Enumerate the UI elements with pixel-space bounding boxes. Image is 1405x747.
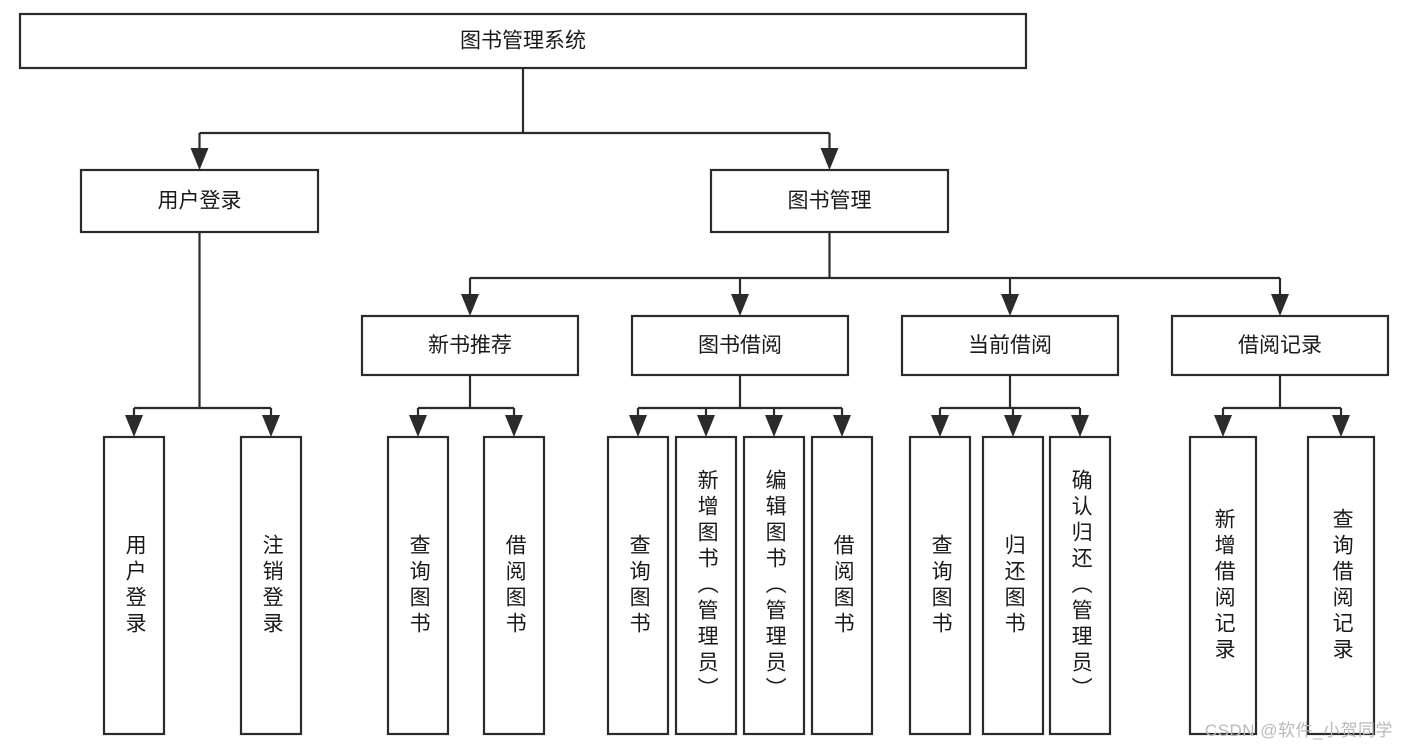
leaf-node-box[interactable]: [239, 435, 303, 736]
arrow-head-icon: [461, 294, 479, 316]
level3-node-label: 借阅记录: [1238, 334, 1322, 357]
leaf-node-box[interactable]: [482, 435, 546, 736]
leaf-node[interactable]: [606, 435, 670, 736]
arrow-head-icon: [931, 415, 949, 437]
arrow-head-icon: [731, 294, 749, 316]
level3-node-box[interactable]: [630, 314, 850, 377]
leaf-node-box[interactable]: [102, 435, 166, 736]
level2-node-box[interactable]: [709, 168, 950, 234]
level3-node-label: 新书推荐: [428, 334, 512, 357]
arrow-head-icon: [190, 148, 209, 170]
leaf-node[interactable]: [810, 435, 874, 736]
arrow-head-icon: [125, 415, 143, 437]
level2-node[interactable]: 用户登录: [79, 168, 320, 234]
leaf-node[interactable]: [239, 435, 303, 736]
level3-node-label: 当前借阅: [968, 334, 1052, 357]
csdn-watermark: CSDN @软件_小贺同学: [1204, 721, 1393, 740]
root-node-box[interactable]: [18, 12, 1028, 70]
level2-node-label: 用户登录: [158, 190, 242, 213]
level3-node-box[interactable]: [900, 314, 1120, 377]
arrow-head-icon: [629, 415, 647, 437]
level3-node[interactable]: 图书借阅: [630, 314, 850, 377]
arrow-head-icon: [1004, 415, 1022, 437]
arrow-head-icon: [1214, 415, 1232, 437]
root-node[interactable]: 图书管理系统: [18, 12, 1028, 70]
leaf-node-box[interactable]: [674, 435, 738, 736]
root-node-label: 图书管理系统: [460, 30, 586, 53]
leaf-node-box[interactable]: [1188, 435, 1258, 736]
leaf-node-box[interactable]: [981, 435, 1045, 736]
leaf-node[interactable]: [102, 435, 166, 736]
leaf-node[interactable]: [1188, 435, 1258, 736]
leaf-node-box[interactable]: [908, 435, 972, 736]
arrow-head-icon: [409, 415, 427, 437]
level2-node[interactable]: 图书管理: [709, 168, 950, 234]
level3-node[interactable]: 当前借阅: [900, 314, 1120, 377]
level2-node-box[interactable]: [79, 168, 320, 234]
leaf-node[interactable]: [1306, 435, 1376, 736]
connector-layer: [125, 68, 1350, 437]
arrow-head-icon: [262, 415, 280, 437]
arrow-head-icon: [765, 415, 783, 437]
leaf-node-box[interactable]: [810, 435, 874, 736]
arrow-head-icon: [697, 415, 715, 437]
leaf-node-box[interactable]: [1306, 435, 1376, 736]
level3-node[interactable]: 借阅记录: [1170, 314, 1390, 377]
arrow-head-icon: [833, 415, 851, 437]
leaf-node[interactable]: [908, 435, 972, 736]
arrow-head-icon: [1071, 415, 1089, 437]
arrow-head-icon: [820, 148, 839, 170]
leaf-node[interactable]: [482, 435, 546, 736]
arrow-head-icon: [1271, 294, 1289, 316]
leaf-node-box[interactable]: [386, 435, 450, 736]
level3-node-box[interactable]: [1170, 314, 1390, 377]
leaf-node[interactable]: [386, 435, 450, 736]
leaf-node-box[interactable]: [742, 435, 806, 736]
level2-node-label: 图书管理: [788, 190, 872, 213]
leaf-node-box[interactable]: [1048, 435, 1112, 736]
leaf-node-box[interactable]: [606, 435, 670, 736]
arrow-head-icon: [505, 415, 523, 437]
leaf-node[interactable]: [981, 435, 1045, 736]
leaf-node[interactable]: [742, 435, 806, 736]
leaf-node[interactable]: [674, 435, 738, 736]
level3-node[interactable]: 新书推荐: [360, 314, 580, 377]
arrow-head-icon: [1332, 415, 1350, 437]
level3-node-label: 图书借阅: [698, 334, 782, 357]
arrow-head-icon: [1001, 294, 1019, 316]
level3-node-box[interactable]: [360, 314, 580, 377]
leaf-node[interactable]: [1048, 435, 1112, 736]
